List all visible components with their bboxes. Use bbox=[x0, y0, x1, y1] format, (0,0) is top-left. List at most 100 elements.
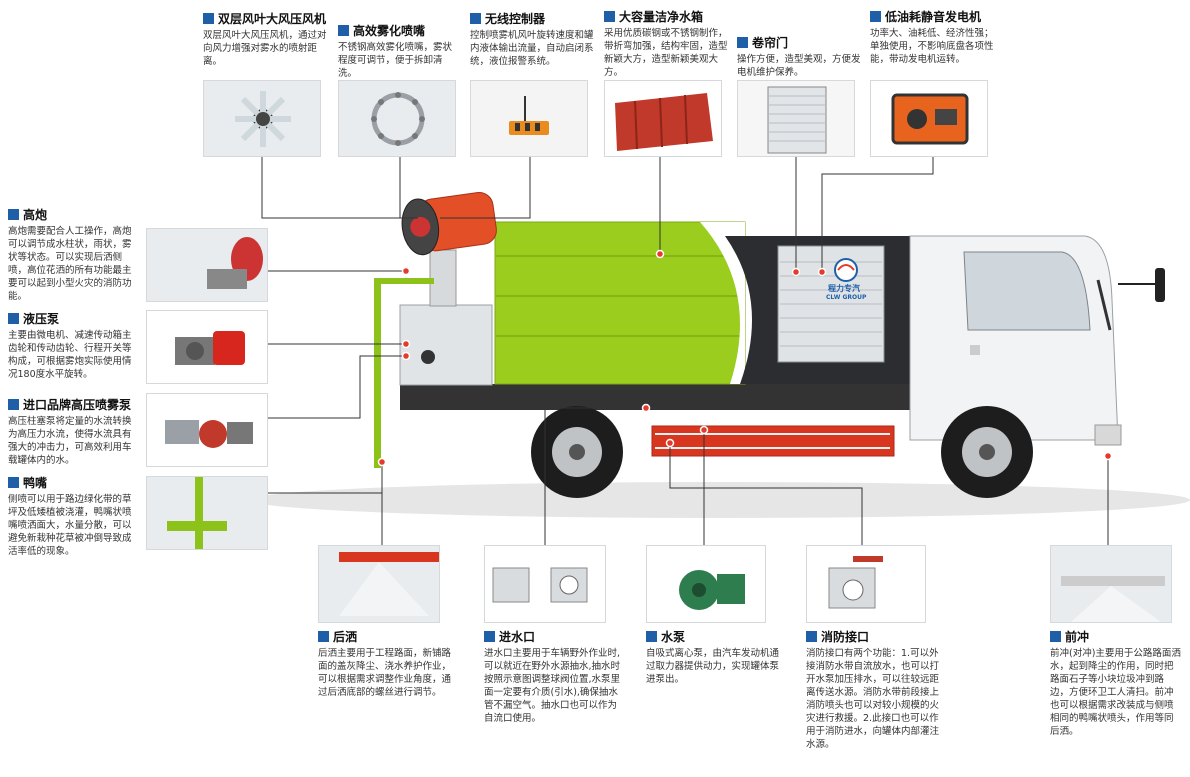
callout-desc: 不锈钢高效雾化喷嘴，雾状程度可调节，便于拆卸清洗。 bbox=[338, 42, 453, 79]
callout-nozzle: 高效雾化喷嘴 不锈钢高效雾化喷嘴，雾状程度可调节，便于拆卸清洗。 bbox=[338, 22, 460, 80]
water-tank bbox=[494, 221, 746, 385]
callout-title: 低油耗静音发电机 bbox=[885, 10, 982, 24]
callout-desc: 侧喷可以用于路边绿化带的草坪及低矮植被浇灌，鸭嘴状喷嘴喷洒面大，水量分散，可以避… bbox=[8, 494, 132, 557]
bullet-square-icon bbox=[8, 313, 19, 324]
callout-desc: 自吸式离心泵，由汽车发动机通过取力器提供动力，实现罐体泵进泵出。 bbox=[646, 648, 780, 685]
equipment-box bbox=[399, 304, 493, 386]
callout-highpump: 进口品牌高压喷雾泵 高压柱塞泵将定量的水流转换为高压力水流，使得水流具有强大的冲… bbox=[8, 396, 140, 467]
callout-hydraulic: 液压泵 主要由微电机、减速传动箱主齿轮和传动齿轮、行程开关等构成，可根据雾炮实际… bbox=[8, 310, 140, 381]
cannon-mast bbox=[429, 249, 457, 307]
callout-title: 后洒 bbox=[333, 630, 358, 644]
photo-inlet bbox=[484, 545, 606, 623]
bullet-square-icon bbox=[604, 11, 615, 22]
callout-desc: 操作方便，造型美观，方便发电机维护保养。 bbox=[737, 54, 861, 78]
mist-cannon bbox=[401, 191, 497, 256]
side-mirror bbox=[1155, 268, 1165, 302]
logo-brand-sub: CLW GROUP bbox=[826, 294, 867, 301]
photo-highpump bbox=[146, 393, 268, 467]
callout-title: 双层风叶大风压风机 bbox=[218, 12, 327, 26]
callout-inlet: 进水口 进水口主要用于车辆野外作业时,可以就近在野外水源抽水,抽水时按照示意图调… bbox=[484, 628, 626, 725]
callout-desc: 前冲(对冲)主要用于公路路面洒水，起到降尘的作用，同时把路面石子等小块垃圾冲到路… bbox=[1050, 648, 1181, 737]
callout-title: 大容量洁净水箱 bbox=[619, 10, 704, 24]
bullet-square-icon bbox=[8, 399, 19, 410]
callout-wireless: 无线控制器 控制喷雾机风叶旋转速度和罐内液体输出流量，自动启闭系统，液位报警系统… bbox=[470, 10, 594, 68]
callout-duckbill: 鸭嘴 侧喷可以用于路边绿化带的草坪及低矮植被浇灌，鸭嘴状喷嘴喷洒面大，水量分散，… bbox=[8, 474, 140, 558]
tank-icon bbox=[615, 93, 713, 151]
callout-pump: 水泵 自吸式离心泵，由汽车发动机通过取力器提供动力，实现罐体泵进泵出。 bbox=[646, 628, 786, 686]
callout-title: 鸭嘴 bbox=[23, 476, 48, 490]
fan-icon bbox=[235, 91, 291, 147]
callout-desc: 控制喷雾机风叶旋转速度和罐内液体输出流量，自动启闭系统，液位报警系统。 bbox=[470, 30, 594, 67]
bullet-square-icon bbox=[338, 25, 349, 36]
callout-title: 高炮 bbox=[23, 208, 48, 222]
bullet-square-icon bbox=[318, 631, 329, 642]
front-spray-icon bbox=[1061, 576, 1165, 622]
bullet-square-icon bbox=[203, 13, 214, 24]
photo-wireless bbox=[470, 80, 588, 157]
chassis-frame bbox=[400, 384, 960, 410]
body-panel bbox=[725, 236, 910, 384]
callout-title: 消防接口 bbox=[821, 630, 870, 644]
callout-desc: 进水口主要用于车辆野外作业时,可以就近在野外水源抽水,抽水时按照示意图调整球阀位… bbox=[484, 648, 621, 724]
photo-nozzle bbox=[338, 80, 456, 157]
callout-rear: 后洒 后洒主要用于工程路面，新铺路面的盖灰降尘、浇水养护作业，可以根据需求调整作… bbox=[318, 628, 458, 699]
callout-fire: 消防接口 消防接口有两个功能：1.可以外接消防水带自流放水，也可以打开水泵加压排… bbox=[806, 628, 946, 751]
photo-rear bbox=[318, 545, 440, 623]
truck-cab bbox=[909, 235, 1119, 441]
photo-tank bbox=[604, 80, 722, 157]
hydraulic-pump-icon bbox=[175, 331, 245, 365]
brand-logo bbox=[834, 258, 858, 282]
bullet-square-icon bbox=[1050, 631, 1061, 642]
duckbill-nozzle-icon bbox=[167, 477, 227, 549]
bullet-square-icon bbox=[470, 13, 481, 24]
callout-desc: 主要由微电机、减速传动箱主齿轮和传动齿轮、行程开关等构成，可根据雾炮实际使用情况… bbox=[8, 330, 132, 380]
water-pump-icon bbox=[679, 570, 745, 610]
fire-valve-icon bbox=[828, 556, 883, 609]
bullet-square-icon bbox=[646, 631, 657, 642]
callout-title: 液压泵 bbox=[23, 312, 60, 326]
callout-fan: 双层风叶大风压风机 双层风叶大风压风机，通过对向风力增强对雾水的喷射距离。 bbox=[203, 10, 335, 68]
ground-shadow bbox=[250, 482, 1190, 518]
bullet-square-icon bbox=[870, 11, 881, 22]
bullet-square-icon bbox=[8, 209, 19, 220]
shutter-icon bbox=[767, 86, 827, 154]
bullet-square-icon bbox=[8, 477, 19, 488]
callout-title: 无线控制器 bbox=[485, 12, 546, 26]
pressure-pump-icon bbox=[165, 420, 253, 448]
controller-icon bbox=[509, 96, 549, 135]
bullet-square-icon bbox=[806, 631, 817, 642]
photo-front bbox=[1050, 545, 1172, 623]
roller-shutter-door bbox=[777, 245, 885, 363]
front-bumper bbox=[1094, 424, 1122, 446]
photo-generator bbox=[870, 80, 988, 157]
callout-desc: 双层风叶大风压风机，通过对向风力增强对雾水的喷射距离。 bbox=[203, 30, 327, 67]
callout-title: 高效雾化喷嘴 bbox=[353, 24, 426, 38]
photo-hydraulic bbox=[146, 310, 268, 384]
front-wheel bbox=[941, 406, 1033, 498]
callout-desc: 功率大、油耗低、经济性强；单独使用，不影响底盘各项性能，带动发电机运转。 bbox=[870, 28, 994, 65]
photo-fan bbox=[203, 80, 321, 157]
bullet-square-icon bbox=[737, 37, 748, 48]
callout-desc: 高压柱塞泵将定量的水流转换为高压力水流，使得水流具有强大的冲击力，可高效利用车载… bbox=[8, 416, 132, 466]
photo-shutter bbox=[737, 80, 855, 157]
photo-cannon bbox=[146, 228, 268, 302]
callout-shutter: 卷帘门 操作方便，造型美观，方便发电机维护保养。 bbox=[737, 34, 861, 79]
green-pipe-vertical bbox=[374, 278, 381, 468]
callout-desc: 采用优质碳钢或不锈钢制作，带折弯加强，结构牢固，造型新颖大方，造型新颖美观大方。 bbox=[604, 28, 728, 78]
callout-title: 卷帘门 bbox=[752, 36, 789, 50]
photo-pump bbox=[646, 545, 766, 623]
rear-spray-icon bbox=[339, 552, 439, 616]
callout-tank: 大容量洁净水箱 采用优质碳钢或不锈钢制作，带折弯加强，结构牢固，造型新颖大方，造… bbox=[604, 8, 728, 79]
callout-title: 前冲 bbox=[1065, 630, 1090, 644]
side-rail bbox=[651, 425, 895, 457]
callout-desc: 消防接口有两个功能：1.可以外接消防水带自流放水，也可以打开水泵加压排水，可以往… bbox=[806, 648, 940, 750]
generator-icon bbox=[891, 93, 969, 145]
callout-title: 进水口 bbox=[499, 630, 536, 644]
bullet-square-icon bbox=[484, 631, 495, 642]
callout-cannon: 高炮 高炮需要配合人工操作，高炮可以调节成水柱状，雨状，雾状等状态。可以实现后洒… bbox=[8, 206, 140, 303]
inlet-valve-icon bbox=[492, 567, 588, 603]
callout-front: 前冲 前冲(对冲)主要用于公路路面洒水，起到降尘的作用，同时把路面石子等小块垃圾… bbox=[1050, 628, 1182, 738]
cannon-icon bbox=[207, 237, 263, 289]
rear-wheel bbox=[531, 406, 623, 498]
callout-desc: 后洒主要用于工程路面，新铺路面的盖灰降尘、浇水养护作业，可以根据需求调整作业角度… bbox=[318, 648, 452, 698]
